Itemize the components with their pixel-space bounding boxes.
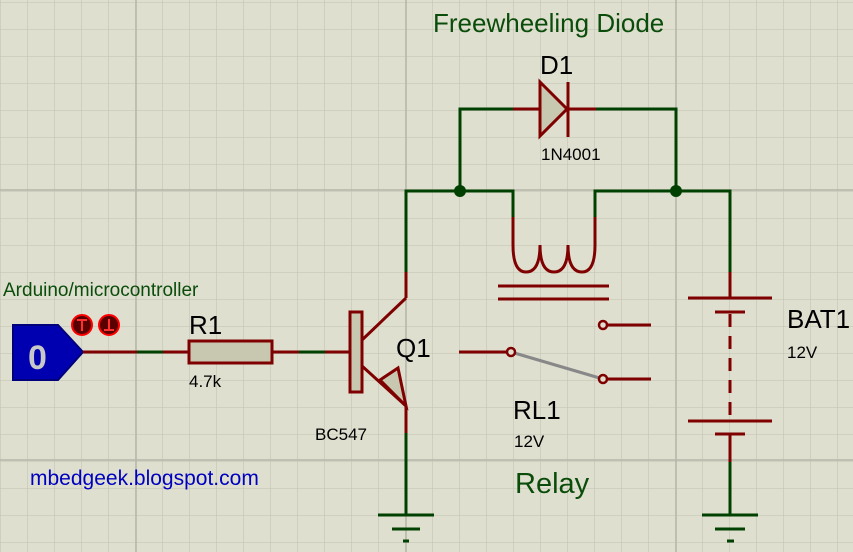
input-annotation: Arduino/microcontroller — [3, 280, 199, 301]
diode-annotation: Freewheeling Diode — [433, 8, 664, 38]
d1-ref: D1 — [540, 50, 573, 80]
bat1-value: 12V — [787, 343, 818, 362]
coil-wire[interactable] — [593, 189, 732, 272]
down-arrow-icon[interactable] — [98, 314, 120, 336]
q1-value: BC547 — [315, 425, 367, 444]
d1-value: 1N4001 — [541, 145, 601, 164]
rl1-value: 12V — [514, 432, 545, 451]
junction-dot — [454, 185, 466, 197]
ground-symbol-bat — [702, 513, 758, 543]
q1-ref: Q1 — [396, 333, 431, 363]
battery-bat1[interactable] — [688, 272, 772, 462]
ground-symbol-q1 — [378, 513, 434, 543]
terminal-value: 0 — [28, 339, 47, 377]
relay-rl1[interactable] — [459, 217, 651, 385]
transistor-q1[interactable] — [348, 296, 409, 411]
up-arrow-icon[interactable] — [71, 314, 93, 336]
r1-ref: R1 — [189, 310, 222, 340]
input-terminal[interactable]: 0 — [12, 324, 85, 381]
rl1-ref: RL1 — [513, 395, 561, 425]
r1-value: 4.7k — [189, 372, 222, 391]
website-link[interactable]: mbedgeek.blogspot.com — [30, 467, 259, 490]
diode-d1[interactable] — [538, 78, 570, 140]
resistor-r1[interactable] — [187, 339, 274, 365]
bat1-ref: BAT1 — [787, 304, 850, 334]
relay-annotation: Relay — [515, 468, 590, 500]
